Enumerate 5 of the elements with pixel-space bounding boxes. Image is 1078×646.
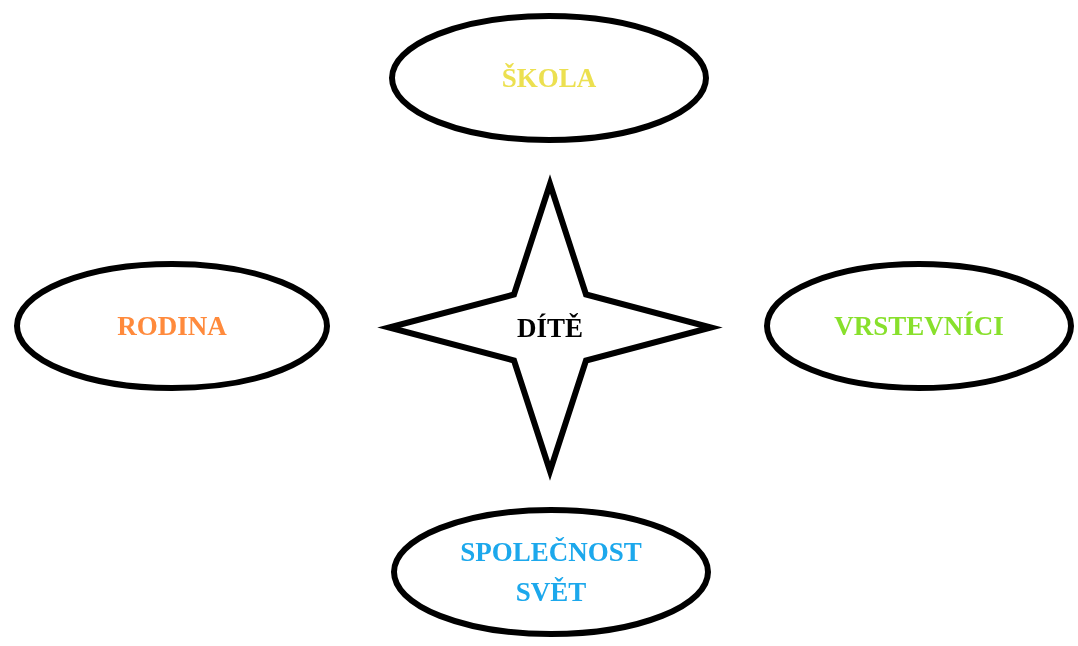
node-label: VRSTEVNÍCI [833,310,1005,343]
node-label: RODINA [116,310,228,343]
node-label: ŠKOLA [500,62,598,95]
node-label: SPOLEČNOST SVĚT [459,536,643,609]
node-label: DÍTĚ [516,311,584,345]
